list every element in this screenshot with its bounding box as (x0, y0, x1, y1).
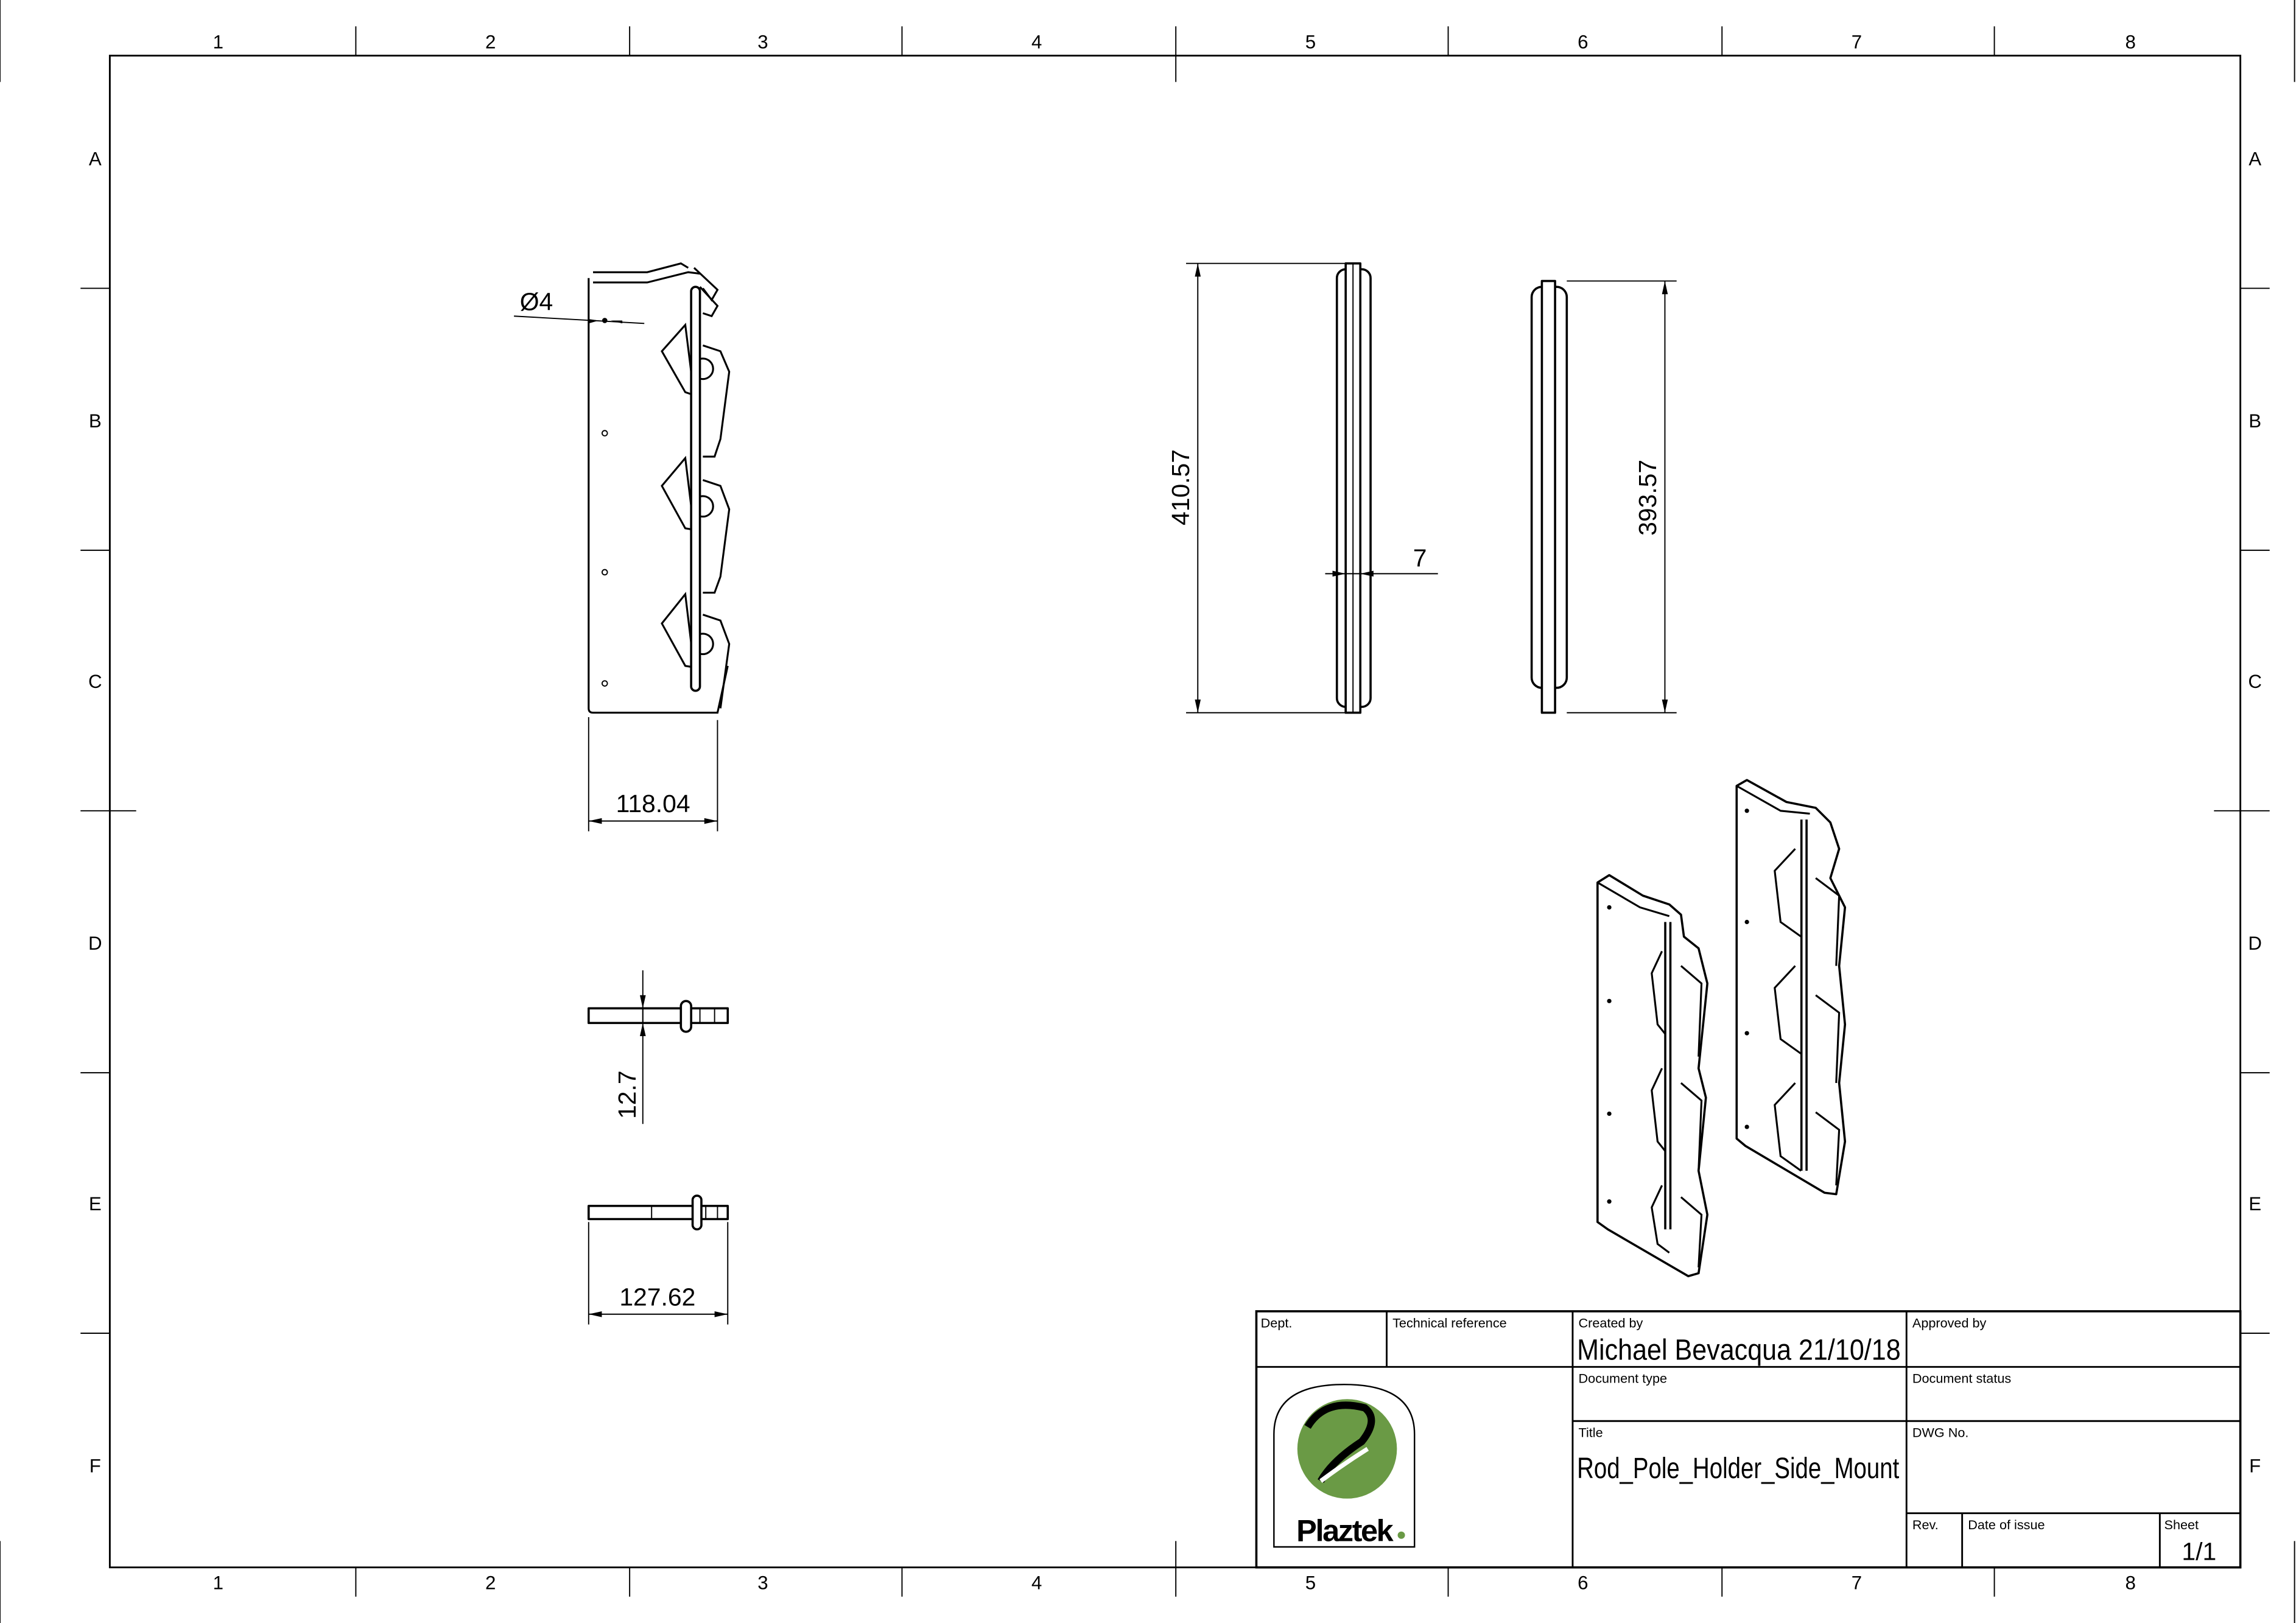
row-labels-left: A B C D E F (88, 149, 102, 1477)
title-block: Dept. Technical reference Created by Mic… (1255, 1310, 2242, 1569)
bottom-view (587, 1194, 729, 1231)
dimension-hole-diameter: Ø4 (514, 288, 645, 324)
mounting-hole (602, 318, 608, 323)
zone-row-label: C (88, 671, 102, 692)
zone-col-label: 3 (757, 31, 768, 52)
rear-view (1530, 279, 1568, 714)
zone-col-label: 2 (485, 31, 496, 52)
dimension-depth: 12.7 (613, 970, 646, 1124)
zone-col-label: 3 (757, 1572, 768, 1594)
title-label: Title (1579, 1425, 1603, 1440)
approved-by-label: Approved by (1912, 1315, 1987, 1330)
sheet-label: Sheet (2164, 1517, 2199, 1532)
dimension-overall-width: 127.62 (588, 1222, 729, 1325)
zone-col-label: 2 (485, 1572, 496, 1594)
mounting-hole (601, 569, 608, 576)
created-by-value: Michael Bevacqua 21/10/18 (1577, 1333, 1900, 1366)
dim-overall-width: 127.62 (619, 1283, 695, 1311)
doc-status-label: Document status (1912, 1371, 2011, 1386)
zone-col-label: 8 (2126, 1572, 2136, 1594)
dimension-thickness: 7 (1325, 544, 1438, 577)
zone-col-label: 4 (1031, 1572, 1042, 1594)
zone-col-label: 8 (2126, 31, 2136, 52)
isometric-view-rear (1735, 779, 1847, 1196)
dim-front-width: 118.04 (616, 790, 690, 818)
isometric-view-front (1596, 874, 1709, 1278)
zone-row-label: E (2249, 1193, 2261, 1215)
zone-col-label: 6 (1578, 1572, 1588, 1594)
front-view (588, 262, 731, 714)
dimension-front-width: 118.04 (588, 717, 718, 832)
zone-row-label: C (2248, 671, 2262, 692)
zone-col-label: 7 (1852, 31, 1862, 52)
drawing-frame (108, 54, 2242, 1569)
zone-row-label: A (2249, 149, 2261, 170)
sheet-value: 1/1 (2182, 1538, 2216, 1566)
side-view (1335, 262, 1372, 714)
zone-row-label: E (89, 1193, 102, 1215)
dim-overall-height: 410.57 (1167, 449, 1195, 525)
zone-col-label: 5 (1305, 31, 1316, 52)
dwg-no-label: DWG No. (1912, 1425, 1969, 1440)
created-by-label: Created by (1579, 1315, 1643, 1330)
drawing-title: Rod_Pole_Holder_Side_Mount (1577, 1452, 1899, 1485)
zone-col-label: 1 (213, 31, 223, 52)
column-labels-bottom: 1 2 3 4 5 6 7 8 (213, 1572, 2136, 1594)
dept-label: Dept. (1261, 1315, 1293, 1330)
zone-col-label: 5 (1305, 1572, 1316, 1594)
zone-col-label: 7 (1852, 1572, 1862, 1594)
dim-thickness: 7 (1413, 544, 1427, 572)
tech-ref-label: Technical reference (1392, 1315, 1507, 1330)
zone-col-label: 6 (1578, 31, 1588, 52)
rev-label: Rev. (1912, 1517, 1939, 1532)
zone-row-label: D (88, 933, 102, 954)
zone-row-label: A (89, 149, 102, 170)
zone-row-label: F (90, 1455, 101, 1476)
dim-depth: 12.7 (613, 1070, 641, 1119)
dimension-inner-height: 393.57 (1567, 280, 1677, 713)
zone-row-label: F (2249, 1455, 2261, 1476)
row-labels-right: A B C D E F (2248, 149, 2262, 1477)
zone-col-label: 1 (213, 1572, 223, 1594)
dimension-overall-height: 410.57 (1167, 262, 1346, 713)
top-view (587, 1000, 729, 1033)
logo-wordmark: Plaztek (1296, 1513, 1394, 1548)
zone-row-label: B (89, 410, 102, 432)
dim-hole-diameter: Ø4 (520, 288, 553, 316)
date-of-issue-label: Date of issue (1968, 1517, 2045, 1532)
rod (690, 286, 701, 692)
column-labels-top: 1 2 3 4 5 6 7 8 (213, 31, 2136, 52)
mounting-hole (601, 680, 608, 687)
zone-row-label: B (2249, 410, 2261, 432)
company-logo: Plaztek (1273, 1383, 1416, 1548)
mounting-hole (601, 430, 608, 436)
zone-row-label: D (2248, 933, 2262, 954)
doc-type-label: Document type (1579, 1371, 1667, 1386)
dim-inner-height: 393.57 (1634, 460, 1662, 536)
zone-col-label: 4 (1031, 31, 1042, 52)
